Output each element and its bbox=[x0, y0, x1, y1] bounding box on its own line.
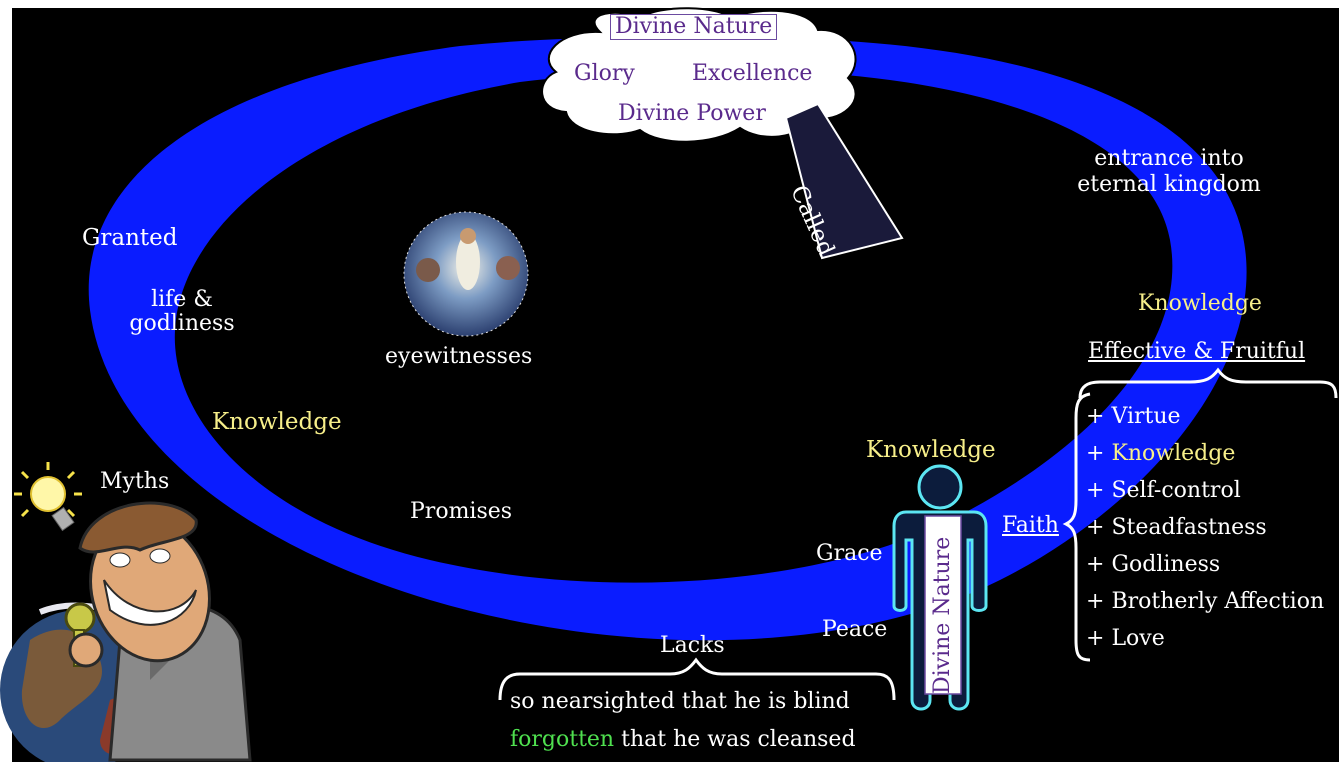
figure-knowledge-label: Knowledge bbox=[866, 437, 996, 463]
ring-label-knowledge: Knowledge bbox=[212, 409, 342, 435]
megaphone-icon bbox=[784, 102, 904, 260]
myths-label: Myths bbox=[100, 469, 170, 494]
effective-fruitful-label: Effective & Fruitful bbox=[1088, 339, 1306, 364]
list-item: + Steadfastness bbox=[1086, 515, 1267, 540]
faith-label: Faith bbox=[1002, 513, 1059, 538]
list-item: + Virtue bbox=[1086, 404, 1181, 429]
forgotten-word: forgotten bbox=[510, 727, 615, 752]
list-item: + Brotherly Affection bbox=[1086, 589, 1325, 614]
grace-label: Grace bbox=[816, 541, 883, 566]
person-figure-icon bbox=[892, 464, 988, 711]
top-brace bbox=[1078, 367, 1338, 399]
list-item: + Knowledge bbox=[1086, 441, 1236, 466]
cloud-item-glory: Glory bbox=[574, 61, 635, 86]
eyewitnesses-label: eyewitnesses bbox=[385, 344, 533, 369]
lightbulb-icon bbox=[14, 462, 82, 532]
list-item: + Godliness bbox=[1086, 552, 1221, 577]
ring-label-life-godliness: life & godliness bbox=[129, 287, 235, 337]
right-brace bbox=[1062, 392, 1091, 662]
peace-label: Peace bbox=[822, 617, 888, 642]
lacks-line-2: forgotten that he was cleansed bbox=[510, 727, 856, 752]
cloud-item-excellence: Excellence bbox=[692, 61, 813, 86]
ring-label-granted: Granted bbox=[82, 225, 178, 251]
ring-label-promises: Promises bbox=[410, 499, 513, 524]
entrance-label: entrance into eternal kingdom bbox=[1077, 146, 1261, 197]
virtues-list: + Virtue + Knowledge + Self-control + St… bbox=[1086, 398, 1324, 657]
transfiguration-image bbox=[403, 211, 529, 337]
lacks-line-1: so nearsighted that he is blind bbox=[510, 689, 850, 714]
bottom-brace bbox=[498, 657, 896, 701]
right-knowledge-label: Knowledge bbox=[1138, 291, 1262, 316]
cloud-title: Divine Nature bbox=[610, 14, 778, 41]
lacks-label: Lacks bbox=[660, 633, 725, 658]
list-item: + Self-control bbox=[1086, 478, 1241, 503]
cloud-item-divine-power: Divine Power bbox=[618, 101, 766, 126]
cartoon-man-image bbox=[64, 501, 252, 762]
figure-body-label: Divine Nature bbox=[930, 536, 955, 694]
list-item: + Love bbox=[1086, 626, 1165, 651]
